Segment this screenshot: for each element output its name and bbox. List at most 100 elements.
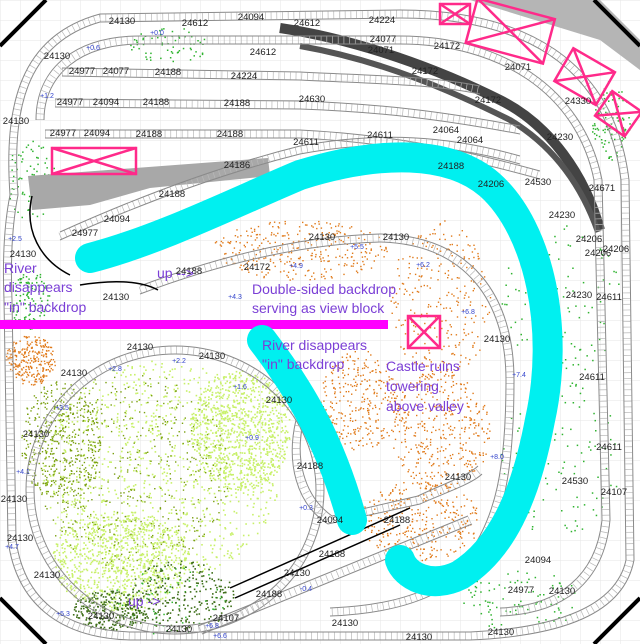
elevation-mark: +0.3 (299, 505, 313, 512)
elevation-mark: +2.8 (108, 366, 122, 373)
elevation-mark: +5.5 (350, 244, 364, 251)
elevation-mark: +0.6 (86, 45, 100, 52)
track-label: 24130 (166, 624, 192, 635)
track-label: 24977 (57, 97, 83, 108)
track-label: 24530 (562, 476, 588, 487)
track-label: 24130 (1, 494, 27, 505)
building-top-right-1 (438, 2, 472, 26)
track-label: 24977 (69, 66, 95, 77)
track-label: 24611 (367, 130, 393, 141)
track-label: 24130 (61, 368, 87, 379)
track-label: 24130 (3, 116, 29, 127)
track-label: 24611 (579, 372, 605, 383)
track-label: 24230 (566, 290, 592, 301)
track-label: 24064 (457, 135, 483, 146)
elevation-mark: +0.0 (150, 30, 164, 37)
track-label: 24130 (266, 395, 292, 406)
track-label: 24130 (445, 472, 471, 483)
track-label: 24188 (176, 266, 202, 277)
track-label: 24224 (231, 71, 257, 82)
track-label: 24130 (34, 570, 60, 581)
track-label: 24094 (525, 555, 551, 566)
elevation-mark: +5.3 (56, 611, 70, 618)
building-top-right-3 (552, 46, 617, 107)
track-label: 24094 (93, 97, 119, 108)
track-label: 24077 (370, 34, 396, 45)
track-label: 24611 (293, 137, 319, 148)
track-label: 24094 (104, 214, 130, 225)
elevation-mark: -0.4 (300, 586, 312, 593)
track-label: 24612 (182, 18, 208, 29)
track-label: 24172 (244, 262, 270, 273)
track-label: 24188 (319, 549, 345, 560)
track-labels: 24130 24612 24094 24612 24224 24077 24071 24172… (1, 12, 629, 643)
elevation-mark: +3.5 (55, 405, 69, 412)
track-label: 24130 (127, 342, 153, 353)
river-mid-note-2: "in" backdrop (262, 356, 345, 372)
track-label: 24130 (103, 292, 129, 303)
track-label: 24130 (109, 16, 135, 27)
track-label: 24188 (256, 589, 282, 600)
building-station (50, 146, 138, 176)
elevation-mark: +6.8 (205, 623, 219, 630)
track-label: 24130 (23, 429, 49, 440)
track-label: 24206 (585, 248, 611, 259)
track-label: 24094 (317, 515, 343, 526)
track-label: 24230 (549, 210, 575, 221)
platform-upper-right (470, 0, 640, 70)
elevation-mark: +4.1 (16, 469, 30, 476)
rock-area (5, 220, 492, 562)
track-label: 24188 (438, 161, 464, 172)
track-label: 24130 (309, 232, 335, 243)
track-label: 24977 (50, 128, 76, 139)
track-label: 24612 (250, 47, 276, 58)
backdrop-note-2: serving as view block (252, 300, 385, 316)
track-label: 24206 (478, 179, 504, 190)
track-label: 24671 (589, 183, 615, 194)
track-label: 24130 (549, 586, 575, 597)
station-platform (28, 158, 270, 210)
track-label: 24107 (213, 613, 239, 624)
double-sided-backdrop (0, 320, 388, 329)
track-label: 24130 (406, 632, 432, 643)
elevation-mark: +1.2 (40, 93, 54, 100)
track-label: 24130 (488, 627, 514, 638)
elevation-mark: +7.4 (512, 372, 526, 379)
elevation-mark: +2.5 (8, 236, 22, 243)
track-label: 24206 (603, 244, 629, 255)
track-label: 24130 (199, 351, 225, 362)
track-label: 24230 (547, 132, 573, 143)
backdrop-note-1: Double-sided backdrop (252, 281, 396, 297)
track-label: 24206 (576, 234, 602, 245)
coal-siding-2 (299, 43, 601, 233)
track-label: 24107 (601, 487, 627, 498)
track-label: 24130 (7, 533, 33, 544)
elevation-mark: +4.9 (289, 263, 303, 270)
track-label: 24130 (44, 51, 70, 62)
castle-note-1: Castle ruins (386, 358, 460, 374)
track-label: 24130 (10, 249, 36, 260)
river-lower (247, 325, 367, 535)
river-left-note-2: disappears (4, 279, 73, 295)
track-label: 24224 (369, 15, 395, 26)
track-label: 24188 (297, 461, 323, 472)
track-label: 24071 (505, 62, 531, 73)
track-label: 24130 (88, 611, 114, 622)
track-label: 24612 (294, 18, 320, 29)
castle-note-2: towering (386, 378, 439, 394)
elevation-mark: +6.6 (213, 633, 227, 640)
track-label: 24094 (84, 128, 110, 139)
track-label: 24077 (103, 66, 129, 77)
elevation-mark: +8.0 (490, 454, 504, 461)
track-label: 24130 (484, 334, 510, 345)
river-upper (75, 142, 563, 597)
elevation-mark: +6.8 (461, 309, 475, 316)
elevation-mark: +0.9 (245, 435, 259, 442)
elevation-mark: +4.7 (5, 544, 19, 551)
track-label: 24094 (238, 12, 264, 23)
track-label: 24611 (596, 442, 622, 453)
river-mid-note-1: River disappears (262, 337, 367, 353)
track-label: 24611 (596, 292, 622, 303)
